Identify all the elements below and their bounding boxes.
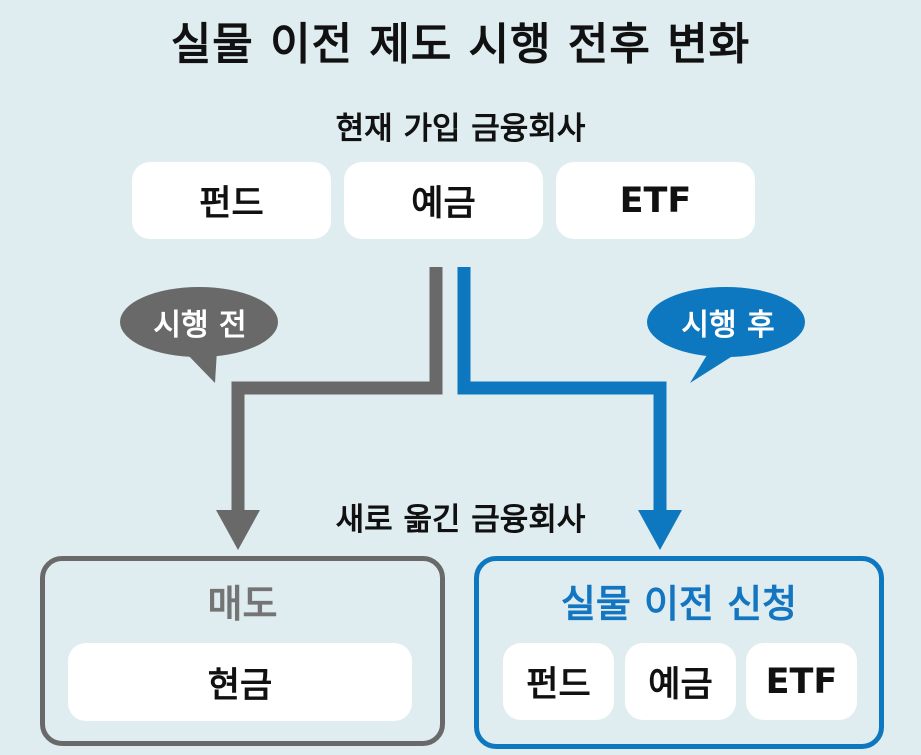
transfer-fund-box: 펀드 <box>503 643 614 720</box>
before-bubble-text: 시행 전 <box>153 308 247 343</box>
after-flow-arrow <box>457 267 667 512</box>
transfer-etf-box: ETF <box>746 643 857 720</box>
after-bubble-text: 시행 후 <box>681 308 775 343</box>
current-etf-box: ETF <box>556 162 755 239</box>
new-institution-label: 새로 옮긴 금융회사 <box>335 501 586 538</box>
current-fund-box: 펀드 <box>132 162 331 239</box>
sell-title: 매도 <box>207 581 278 626</box>
diagram-title: 실물 이전 제도 시행 전후 변화 <box>170 19 751 70</box>
sell-panel <box>40 556 445 746</box>
transfer-deposit-box: 예금 <box>625 643 736 720</box>
transfer-title: 실물 이전 신청 <box>560 581 798 626</box>
current-deposit-box: 예금 <box>344 162 543 239</box>
transfer-panel <box>474 556 884 749</box>
current-institution-label: 현재 가입 금융회사 <box>335 110 586 147</box>
cash-box: 현금 <box>68 643 412 721</box>
